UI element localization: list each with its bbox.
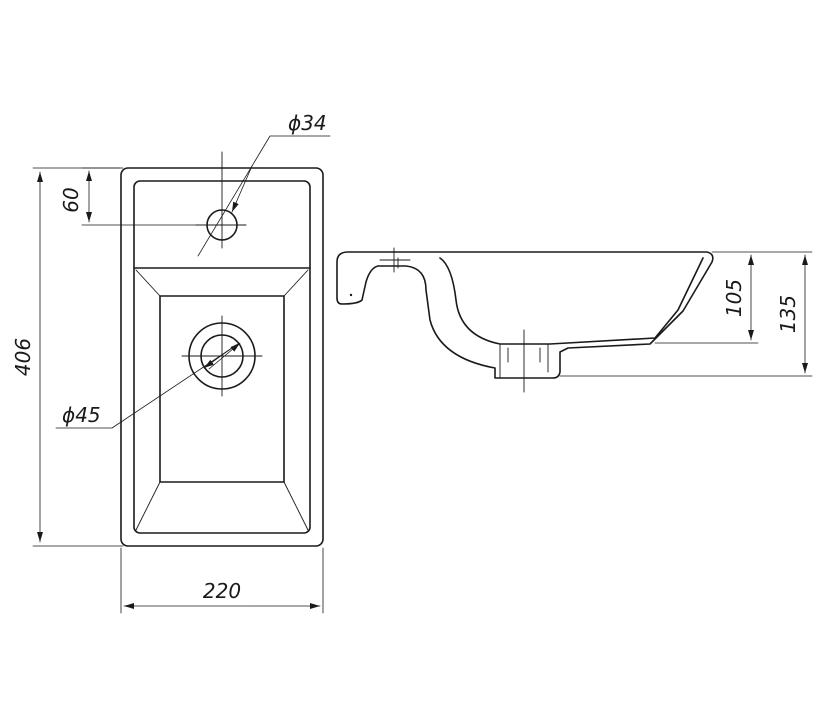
bowl-slope-lines bbox=[135, 269, 309, 531]
top-view-dimensions: 406 60 220 ϕ34 ϕ45 bbox=[11, 111, 331, 614]
bowl-bottom bbox=[159, 295, 285, 483]
dim-length-label: 406 bbox=[11, 338, 35, 376]
dim-basin-depth-label: 105 bbox=[722, 279, 746, 317]
dim-drain-label: ϕ45 bbox=[62, 403, 101, 427]
drain-outlet bbox=[499, 343, 549, 379]
tap-hole-section bbox=[379, 247, 411, 273]
dim-tap-hole-label: ϕ34 bbox=[288, 111, 327, 135]
top-view bbox=[120, 151, 324, 547]
side-view-dimensions: 105 135 bbox=[559, 251, 813, 377]
overflow-mark bbox=[349, 293, 353, 297]
dim-width-label: 220 bbox=[203, 579, 241, 603]
tap-hole-centerlines bbox=[195, 151, 247, 249]
sink-profile-outer bbox=[336, 251, 714, 379]
dim-total-height-label: 135 bbox=[776, 295, 800, 333]
drain-centerlines bbox=[181, 315, 263, 397]
dim-tap-offset-label: 60 bbox=[59, 187, 83, 212]
side-view bbox=[336, 247, 714, 393]
